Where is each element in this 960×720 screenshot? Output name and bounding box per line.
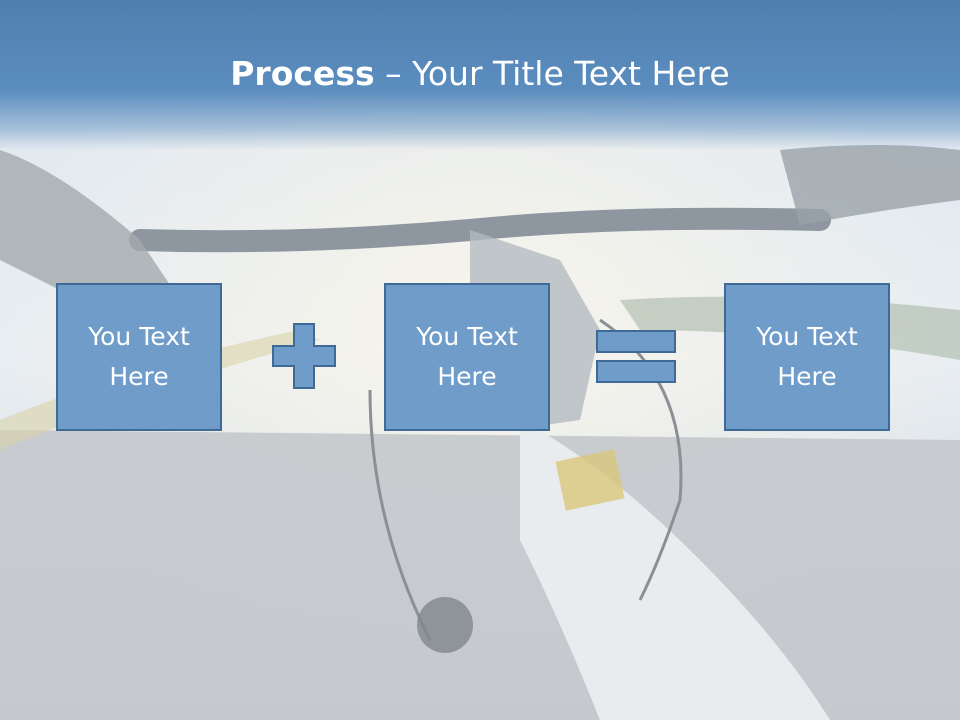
plus-icon — [272, 323, 336, 389]
process-box-3[interactable]: You Text Here — [724, 283, 890, 431]
equals-icon — [596, 330, 676, 383]
process-box-2-text: You Text Here — [416, 322, 518, 391]
process-box-1[interactable]: You Text Here — [56, 283, 222, 431]
title-rest: – Your Title Text Here — [374, 54, 730, 93]
slide-title: Process – Your Title Text Here — [0, 54, 960, 94]
process-box-3-text: You Text Here — [756, 322, 858, 391]
process-box-1-text: You Text Here — [88, 322, 190, 391]
title-bar — [0, 0, 960, 150]
title-bold: Process — [230, 54, 375, 93]
process-box-2[interactable]: You Text Here — [384, 283, 550, 431]
